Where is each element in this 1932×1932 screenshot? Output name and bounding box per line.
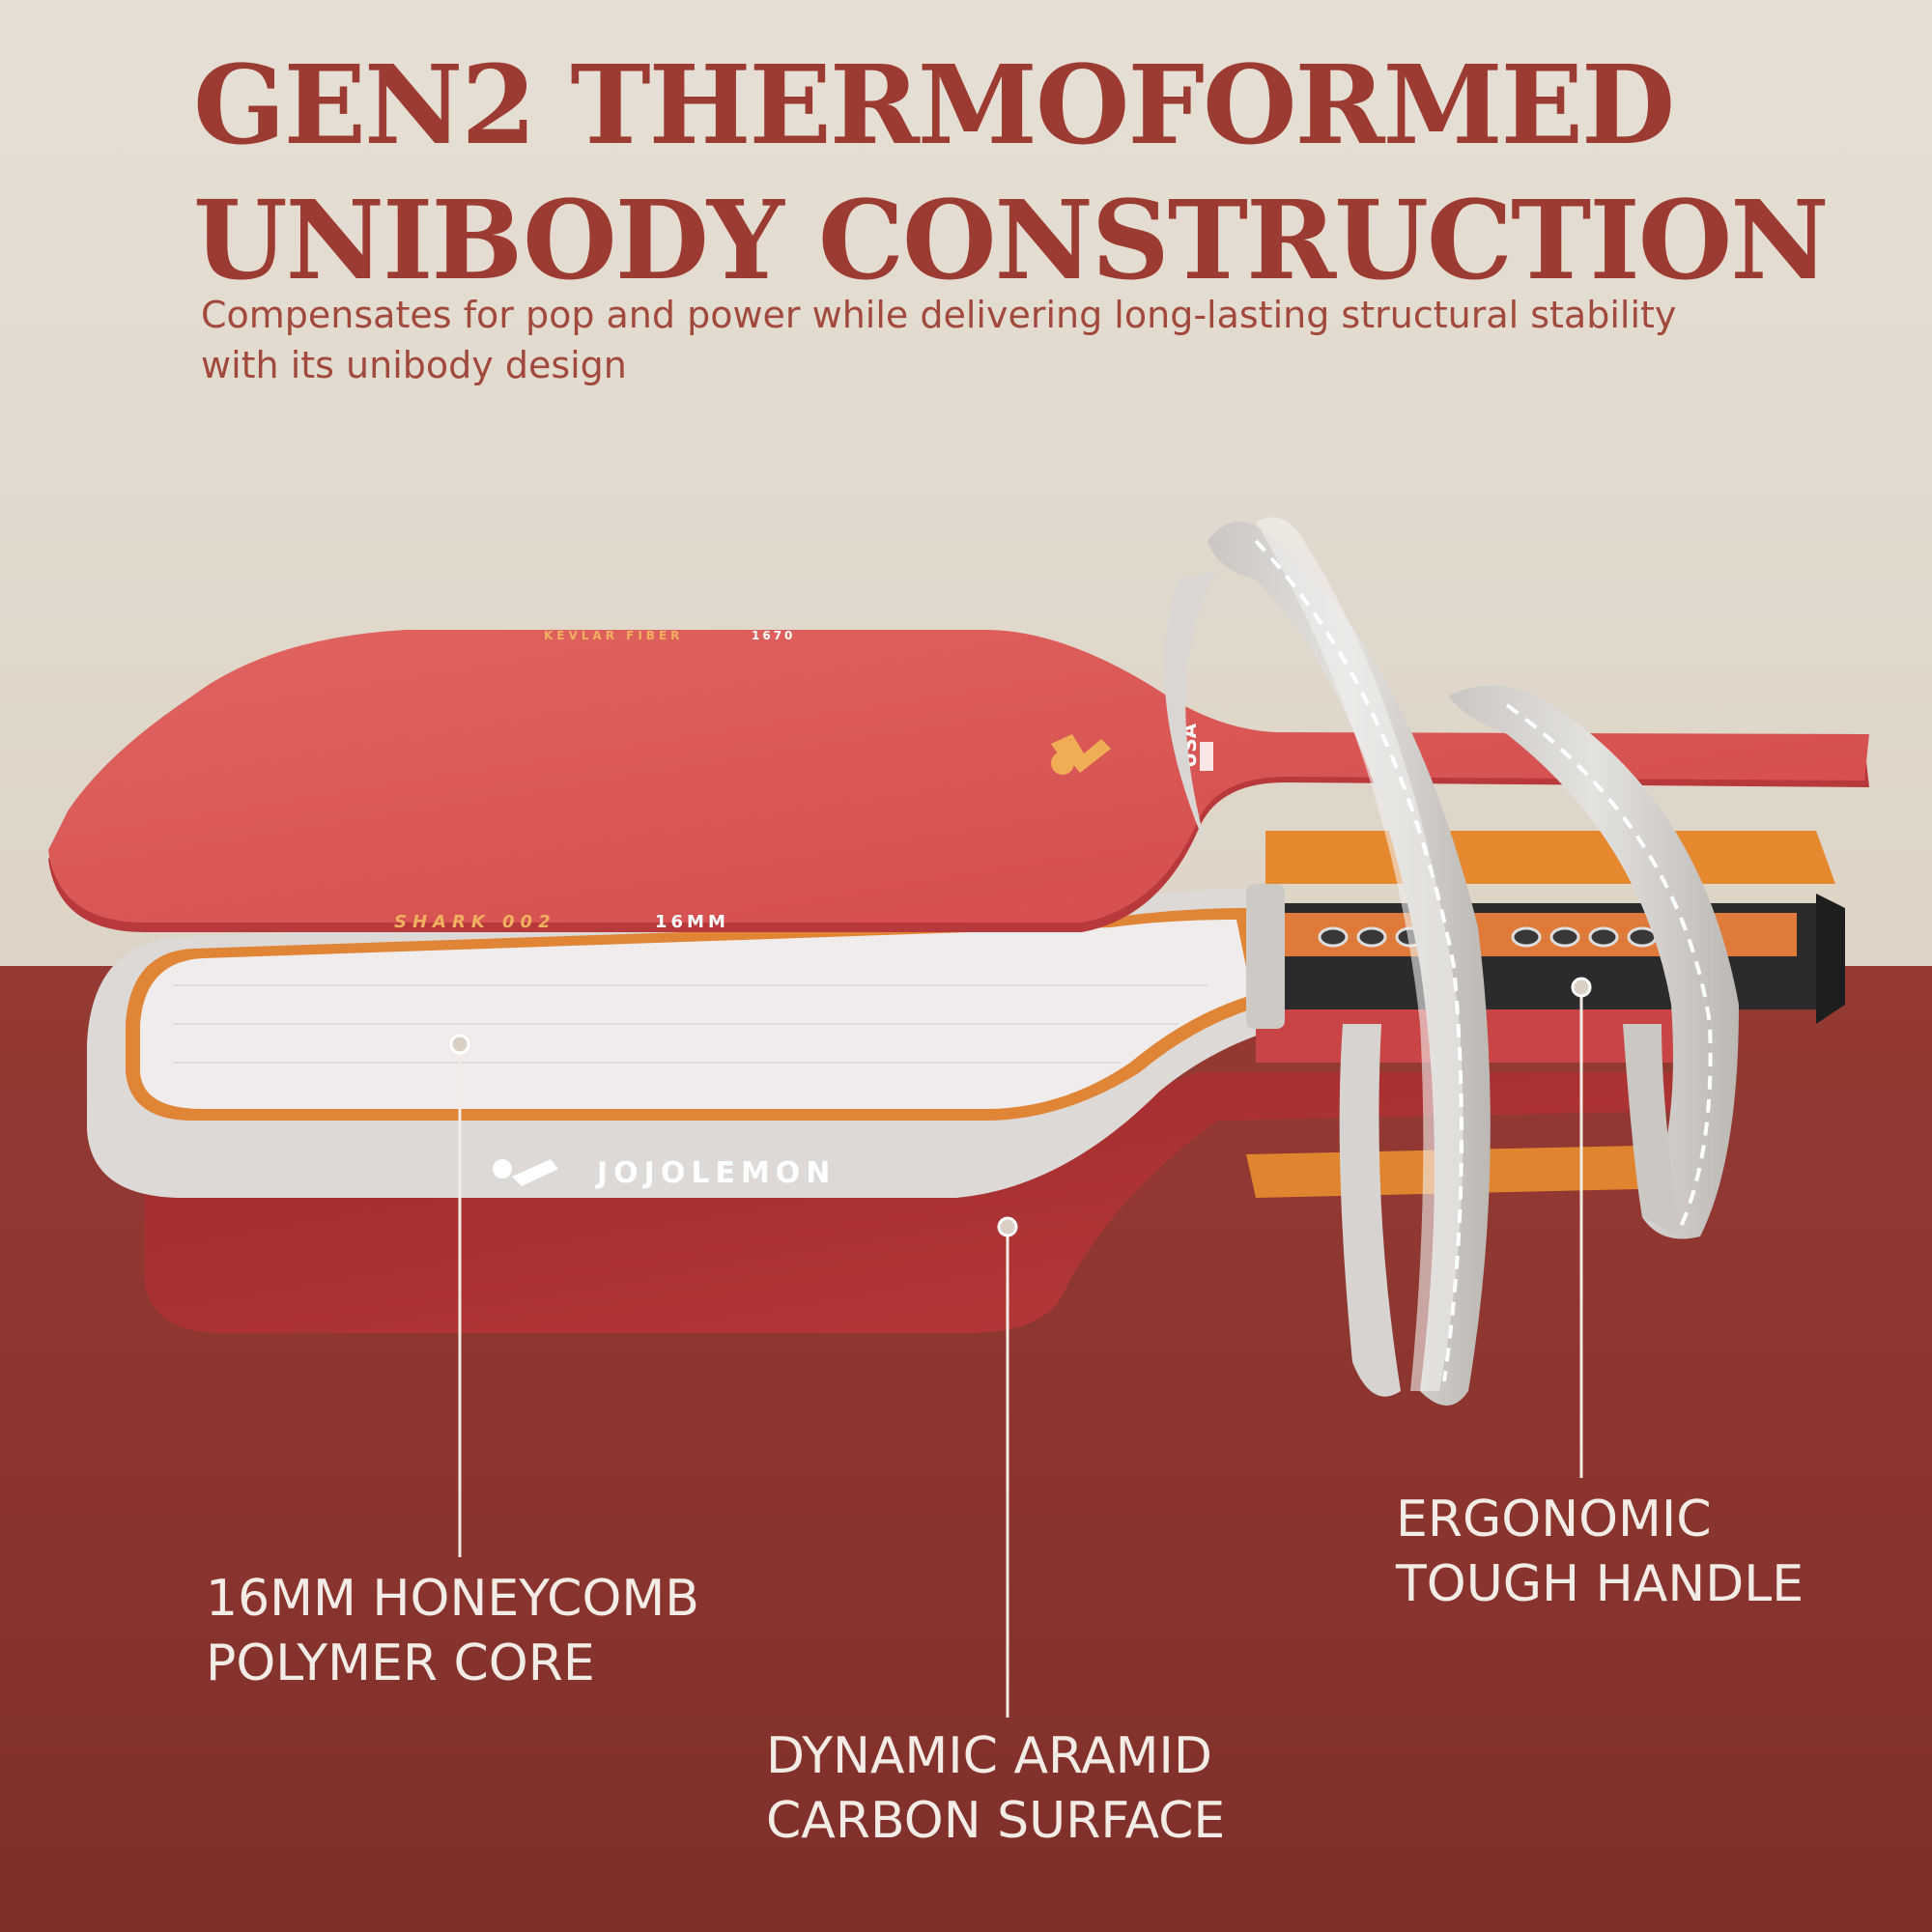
back-carbon-surface: [145, 1072, 1681, 1333]
callout-surface-line-1: DYNAMIC ARAMID: [766, 1727, 1212, 1785]
thickness-text: 16MM: [655, 912, 729, 932]
page-title: GEN2 THERMOFORMED UNIBODY CONSTRUCTION: [193, 39, 1830, 309]
callout-label-handle: ERGONOMIC TOUGH HANDLE: [1396, 1488, 1804, 1617]
callout-label-core: 16MM HONEYCOMB POLYMER CORE: [206, 1567, 699, 1696]
subtitle: Compensates for pop and power while deli…: [201, 290, 1708, 390]
callout-core-line-2: POLYMER CORE: [206, 1634, 595, 1692]
grip-tape-wraps: [1164, 517, 1739, 1406]
kevlar-fiber-text: KEVLAR FIBER: [544, 629, 683, 642]
callout-core-pointer: [449, 1034, 470, 1557]
title-line-2: UNIBODY CONSTRUCTION: [193, 178, 1830, 304]
frame-brand-text: JOJOLEMON: [595, 1156, 836, 1190]
handle-core: [1246, 831, 1845, 1063]
callout-label-surface: DYNAMIC ARAMID CARBON SURFACE: [766, 1724, 1225, 1854]
model-text: SHARK 002: [394, 912, 556, 932]
brand-logo-icon: [1051, 734, 1111, 775]
title-line-1: GEN2 THERMOFORMED: [193, 43, 1675, 169]
callout-handle-line-2: TOUGH HANDLE: [1396, 1555, 1804, 1613]
callout-handle-pointer: [1571, 977, 1592, 1478]
front-carbon-surface: KEVLAR FIBER 1670 SHARK 002 16MM USA: [48, 629, 1869, 932]
callout-surface-line-2: CARBON SURFACE: [766, 1792, 1226, 1850]
frame-logo-icon: [493, 1159, 558, 1186]
subtitle-line-2: with its unibody design: [201, 344, 627, 386]
brand-collar: [1246, 884, 1285, 1029]
honeycomb-core: [87, 889, 1294, 1198]
callout-surface-pointer: [997, 1216, 1018, 1718]
kevlar-number-text: 1670: [752, 629, 795, 642]
usa-badge-icon: [1200, 742, 1213, 771]
callout-core-line-1: 16MM HONEYCOMB: [206, 1570, 699, 1628]
subtitle-line-1: Compensates for pop and power while deli…: [201, 294, 1677, 336]
callout-handle-line-1: ERGONOMIC: [1396, 1491, 1712, 1548]
